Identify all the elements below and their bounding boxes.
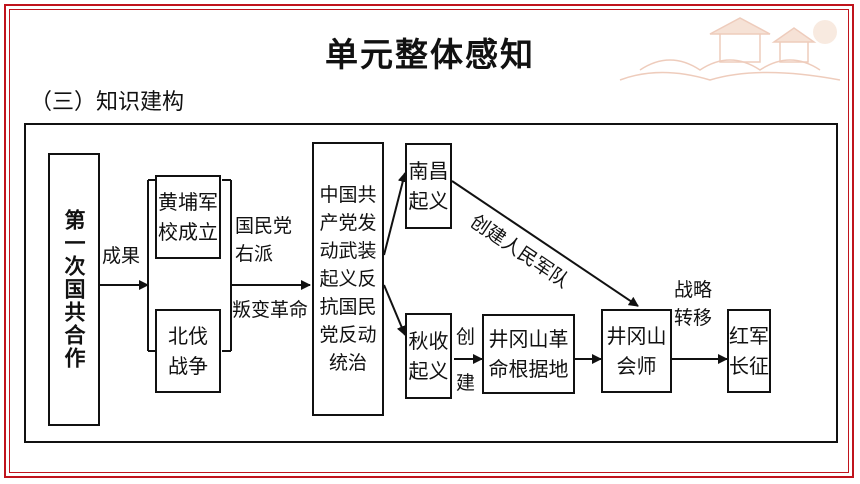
arrow-to-nanchang bbox=[383, 172, 408, 256]
label-create-vertical: 创 建 bbox=[456, 326, 476, 394]
node-nanchang-uprising: 南昌起义 bbox=[405, 143, 452, 229]
palace-decoration-icon bbox=[619, 17, 841, 81]
node-long-march: 红军长征 bbox=[727, 309, 771, 393]
node-jinggangshan-base: 井冈山革命根据地 bbox=[482, 314, 575, 394]
node-northern-expedition: 北伐战争 bbox=[155, 309, 221, 393]
label-strategic-transfer: 战略 转移 bbox=[674, 279, 713, 329]
node-autumn-harvest-uprising: 秋收起义 bbox=[405, 313, 452, 399]
node-first-united-front: 第一次国共合作 bbox=[48, 153, 100, 426]
diagram-connectors bbox=[100, 172, 728, 364]
inner-frame bbox=[9, 9, 849, 473]
node-whampoa-academy: 黄埔军校成立 bbox=[155, 175, 221, 259]
outer-frame bbox=[4, 4, 854, 478]
node-ccp-armed-uprisings: 中国共产党发 动武装起义反 抗国民党反动 统治 bbox=[312, 142, 384, 416]
label-betray-revolution: 叛变革命 bbox=[232, 299, 309, 321]
arrow-create-army bbox=[451, 180, 639, 307]
section-subtitle: （三）知识建构 bbox=[30, 90, 185, 115]
arrow-to-qiushou bbox=[383, 284, 407, 336]
node-jinggangshan-meeting: 井冈山会师 bbox=[601, 309, 672, 393]
page-title: 单元整体感知 bbox=[325, 35, 535, 74]
label-results: 成果 bbox=[102, 245, 141, 267]
label-kmt-rightists: 国民党 右派 bbox=[235, 215, 293, 265]
